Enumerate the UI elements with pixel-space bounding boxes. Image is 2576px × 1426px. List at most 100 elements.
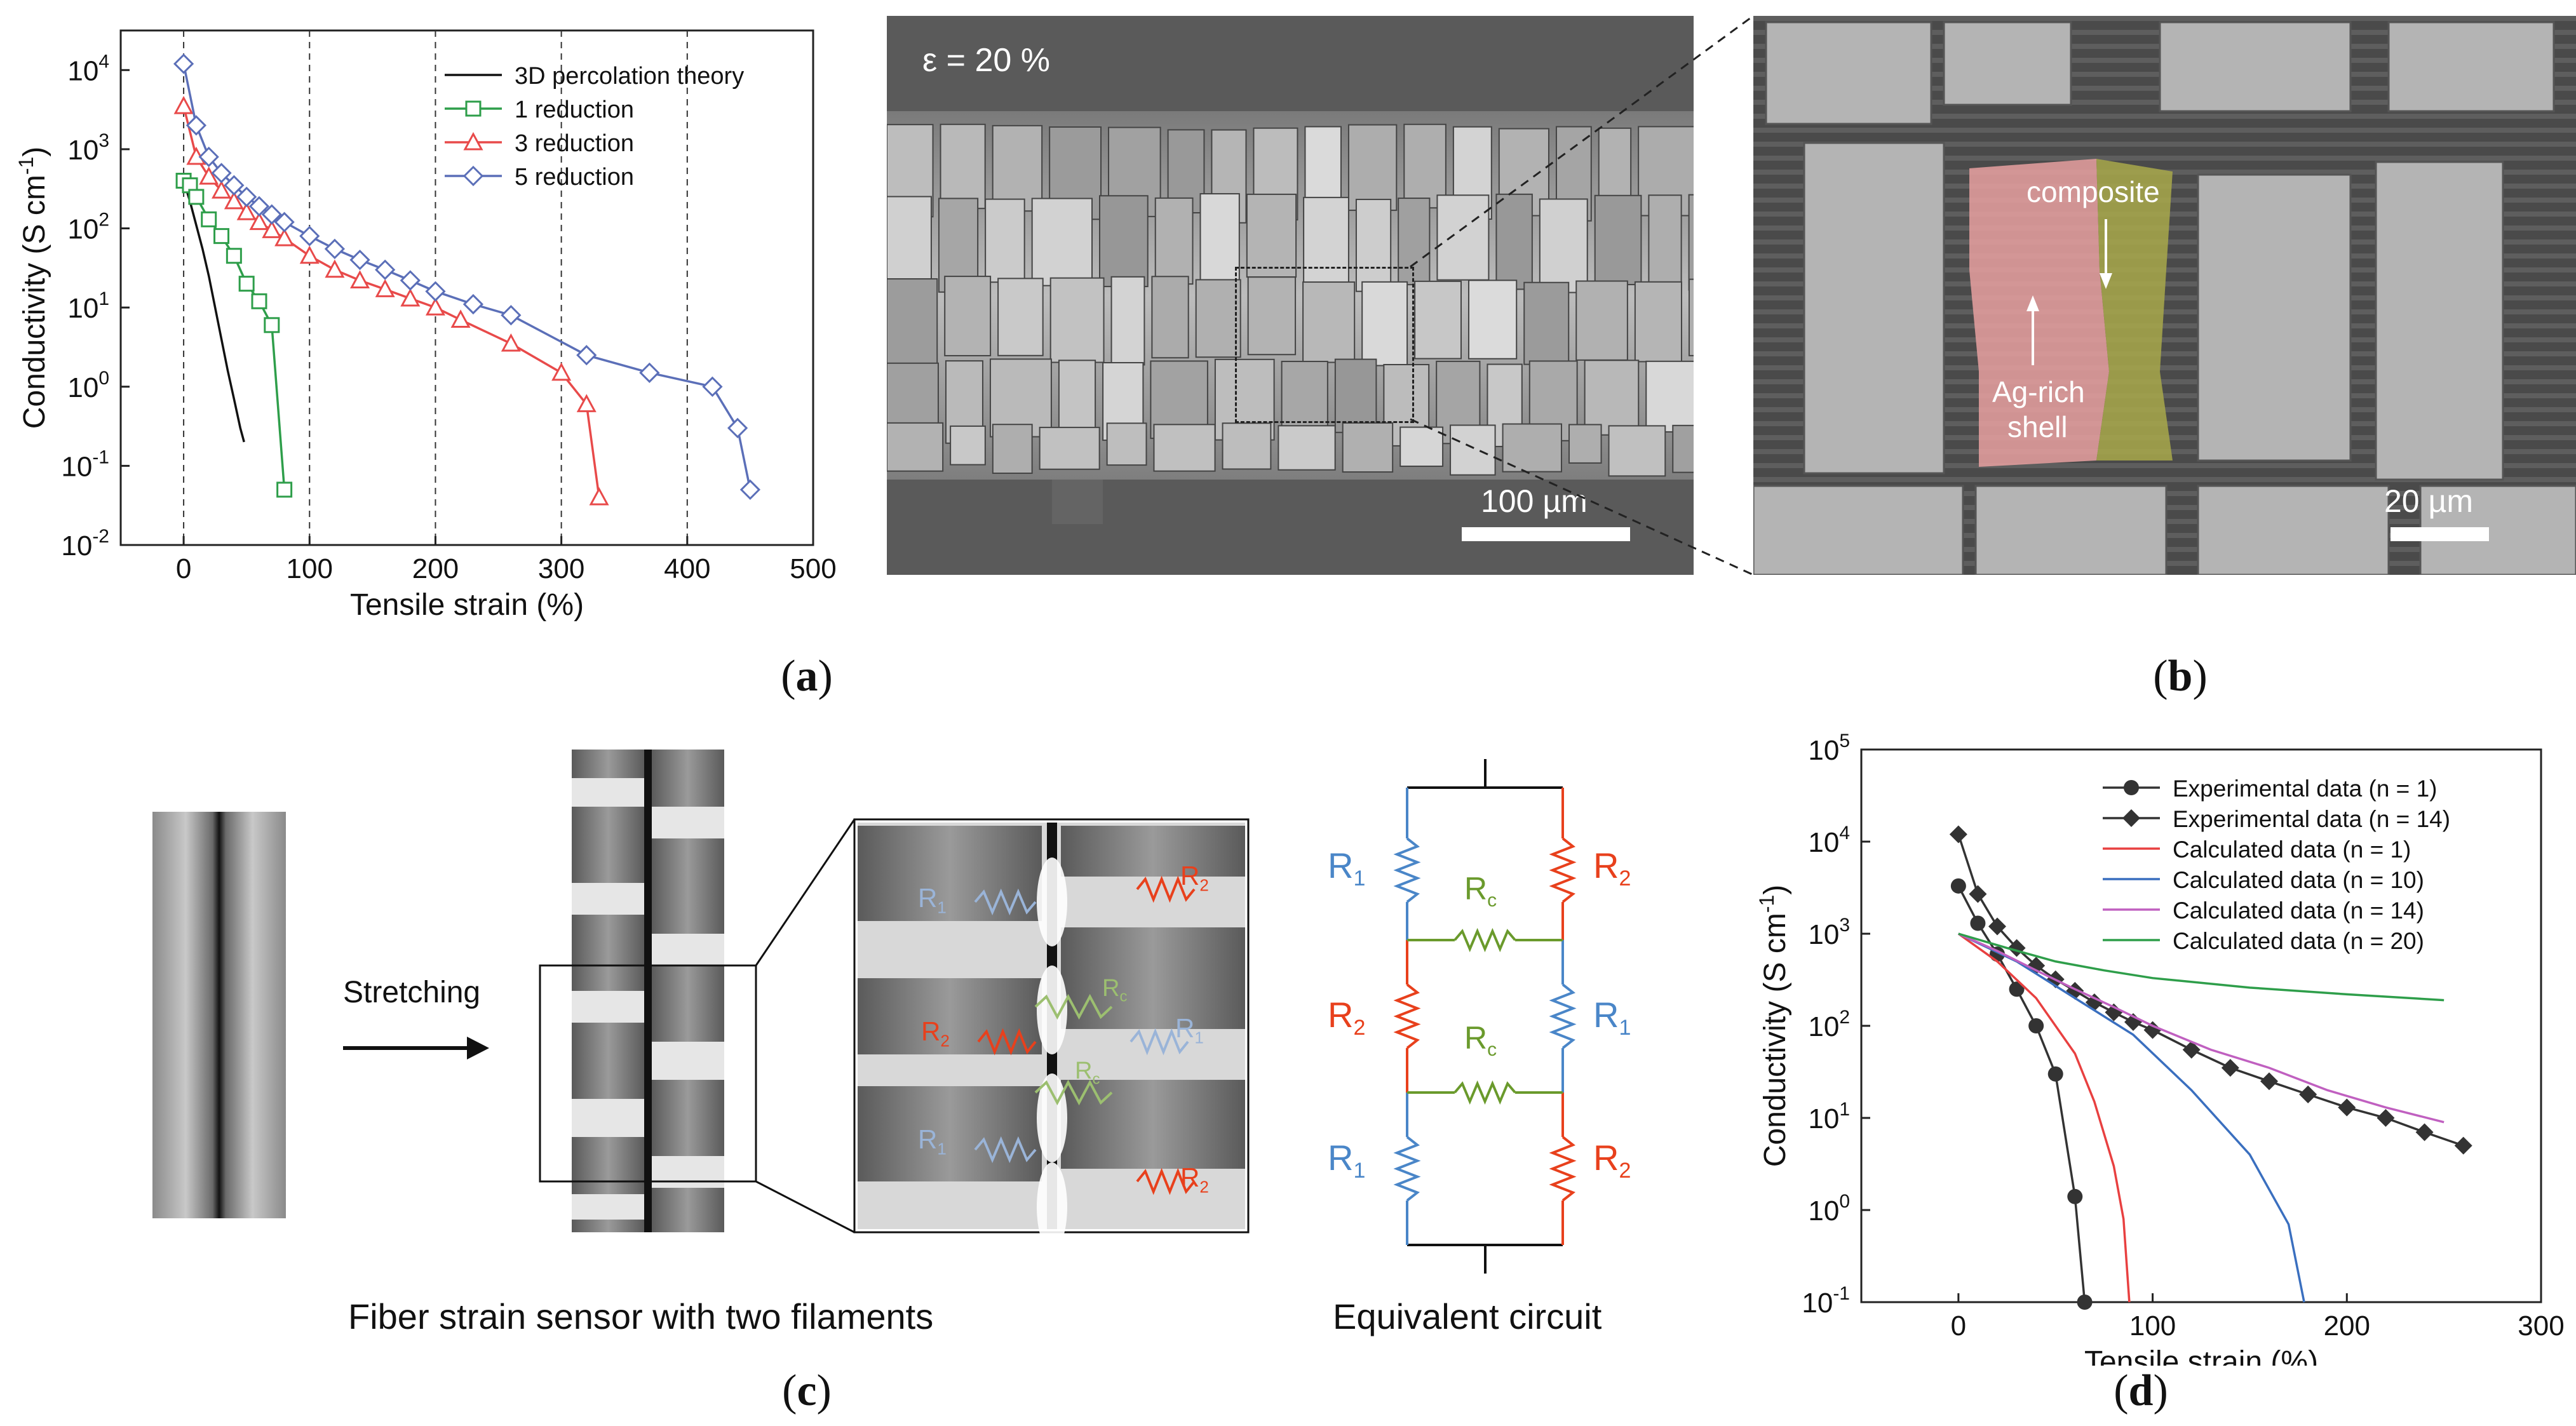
inset-resistor bbox=[1034, 1079, 1113, 1106]
series-1 bbox=[175, 173, 293, 498]
plot-frame bbox=[119, 29, 814, 546]
svg-text:1 reduction: 1 reduction bbox=[515, 97, 634, 123]
svg-text:Calculated data (n = 1): Calculated data (n = 1) bbox=[2173, 837, 2411, 863]
data-point bbox=[462, 293, 484, 315]
caption-equivalent-circuit: Equivalent circuit bbox=[1333, 1296, 1602, 1336]
data-point bbox=[2143, 1021, 2162, 1039]
x-tick-label: 200 bbox=[2324, 1310, 2370, 1342]
sem-image-overview: ε = 20 % 100 µm bbox=[887, 16, 1694, 575]
circuit-label-rc-bottom: Rc bbox=[1464, 1020, 1497, 1060]
series-3 bbox=[1958, 932, 2305, 1303]
scale-label-20um: 20 µm bbox=[2384, 483, 2473, 519]
circuit-resistor bbox=[1549, 837, 1577, 903]
data-point bbox=[1970, 915, 1986, 931]
data-point bbox=[576, 345, 597, 366]
data-point bbox=[576, 394, 597, 412]
series-4 bbox=[1958, 932, 2445, 1124]
data-point bbox=[236, 201, 257, 220]
data-point bbox=[185, 115, 207, 136]
data-point bbox=[2105, 1003, 2123, 1021]
data-point bbox=[264, 317, 280, 333]
data-point bbox=[2377, 1109, 2395, 1127]
circuit-label-r1-bottom: R1 bbox=[1328, 1138, 1366, 1183]
data-point bbox=[236, 186, 257, 208]
legend-entry: 5 reduction bbox=[445, 164, 634, 191]
data-point bbox=[251, 293, 267, 309]
inset-resistor bbox=[974, 888, 1037, 916]
data-point bbox=[324, 238, 346, 260]
zoom-box bbox=[1235, 267, 1414, 423]
x-tick-label: 400 bbox=[664, 553, 710, 584]
x-tick-label: 0 bbox=[176, 553, 191, 584]
data-point bbox=[400, 288, 421, 307]
x-tick-label: 300 bbox=[2518, 1310, 2564, 1342]
data-point bbox=[2007, 939, 2026, 957]
inset-label-r1-bottom: R1 bbox=[918, 1124, 947, 1159]
data-point bbox=[739, 479, 761, 501]
y-tick-label: 100 bbox=[67, 368, 109, 403]
series-5 bbox=[1958, 932, 2445, 1002]
legend-marker bbox=[2122, 809, 2140, 827]
svg-text:Calculated data (n = 20): Calculated data (n = 20) bbox=[2173, 928, 2424, 954]
y-tick-label: 100 bbox=[1808, 1191, 1850, 1227]
legend-entry: 3D percolation theory bbox=[445, 63, 744, 90]
circuit-label-r2-mid: R2 bbox=[1328, 995, 1366, 1040]
legend-entry: 1 reduction bbox=[445, 97, 634, 123]
data-point bbox=[261, 204, 282, 225]
data-point bbox=[2221, 1059, 2239, 1077]
legend-entry: Calculated data (n = 1) bbox=[2103, 837, 2411, 863]
legend-entry: Experimental data (n = 1) bbox=[2103, 776, 2437, 802]
data-point bbox=[2027, 957, 2046, 975]
y-axis-label: Conductivity (S cm-1) bbox=[1755, 885, 1792, 1167]
legend-marker bbox=[463, 131, 483, 151]
data-point bbox=[224, 191, 244, 210]
ag-rich-label-line1: Ag-rich bbox=[1992, 375, 2085, 408]
y-tick-label: 101 bbox=[1808, 1099, 1850, 1134]
x-tick-label: 100 bbox=[2129, 1310, 2176, 1342]
inset-label-rc-top: Rc bbox=[1102, 975, 1128, 1006]
data-point bbox=[2299, 1085, 2317, 1103]
zoom-frame bbox=[539, 964, 757, 1183]
inset-label-r2-bottom: R2 bbox=[1180, 1162, 1209, 1197]
fiber-stretched bbox=[572, 750, 724, 1232]
legend-entry: Calculated data (n = 10) bbox=[2103, 867, 2424, 893]
ag-rich-shell-region bbox=[1969, 159, 2109, 467]
data-point bbox=[211, 163, 232, 184]
data-point bbox=[274, 227, 295, 246]
data-point bbox=[201, 211, 217, 227]
inset-label-r1-top: R1 bbox=[918, 883, 947, 917]
svg-text:Experimental data (n = 1): Experimental data (n = 1) bbox=[2173, 776, 2437, 802]
data-point bbox=[2415, 1123, 2434, 1141]
series-2 bbox=[173, 95, 609, 506]
y-tick-label: 101 bbox=[67, 288, 109, 324]
data-point bbox=[2182, 1040, 2201, 1059]
y-tick-label: 10-1 bbox=[61, 447, 109, 482]
inset-resistor bbox=[1136, 1167, 1196, 1195]
data-point bbox=[2066, 981, 2084, 1000]
inset-resistor bbox=[1130, 1028, 1189, 1056]
svg-text:Calculated data (n = 10): Calculated data (n = 10) bbox=[2173, 867, 2424, 893]
data-point bbox=[1950, 878, 1966, 894]
data-point bbox=[702, 376, 723, 397]
data-point bbox=[325, 259, 345, 278]
inset-resistor bbox=[1034, 993, 1113, 1020]
panel-label-c: (c) bbox=[782, 1366, 832, 1415]
circuit-resistor bbox=[1393, 837, 1421, 903]
y-tick-label: 10-1 bbox=[1802, 1283, 1850, 1319]
sem-image-zoom: composite Ag-rich shell 20 µm bbox=[1753, 16, 2576, 575]
x-axis-label: Tensile strain (%) bbox=[2084, 1345, 2318, 1366]
y-tick-label: 104 bbox=[67, 51, 109, 86]
equivalent-circuit bbox=[1393, 759, 1577, 1274]
legend-marker bbox=[465, 100, 482, 117]
circuit-resistor bbox=[1393, 983, 1421, 1049]
data-point bbox=[639, 362, 660, 383]
data-point bbox=[248, 196, 270, 217]
data-point bbox=[2077, 1295, 2093, 1310]
series-line bbox=[1957, 932, 2131, 1303]
fiber-overview-texture bbox=[887, 16, 1694, 575]
data-point bbox=[299, 225, 320, 246]
data-point bbox=[1969, 885, 1987, 903]
data-point bbox=[425, 281, 446, 302]
data-point bbox=[2009, 981, 2025, 997]
